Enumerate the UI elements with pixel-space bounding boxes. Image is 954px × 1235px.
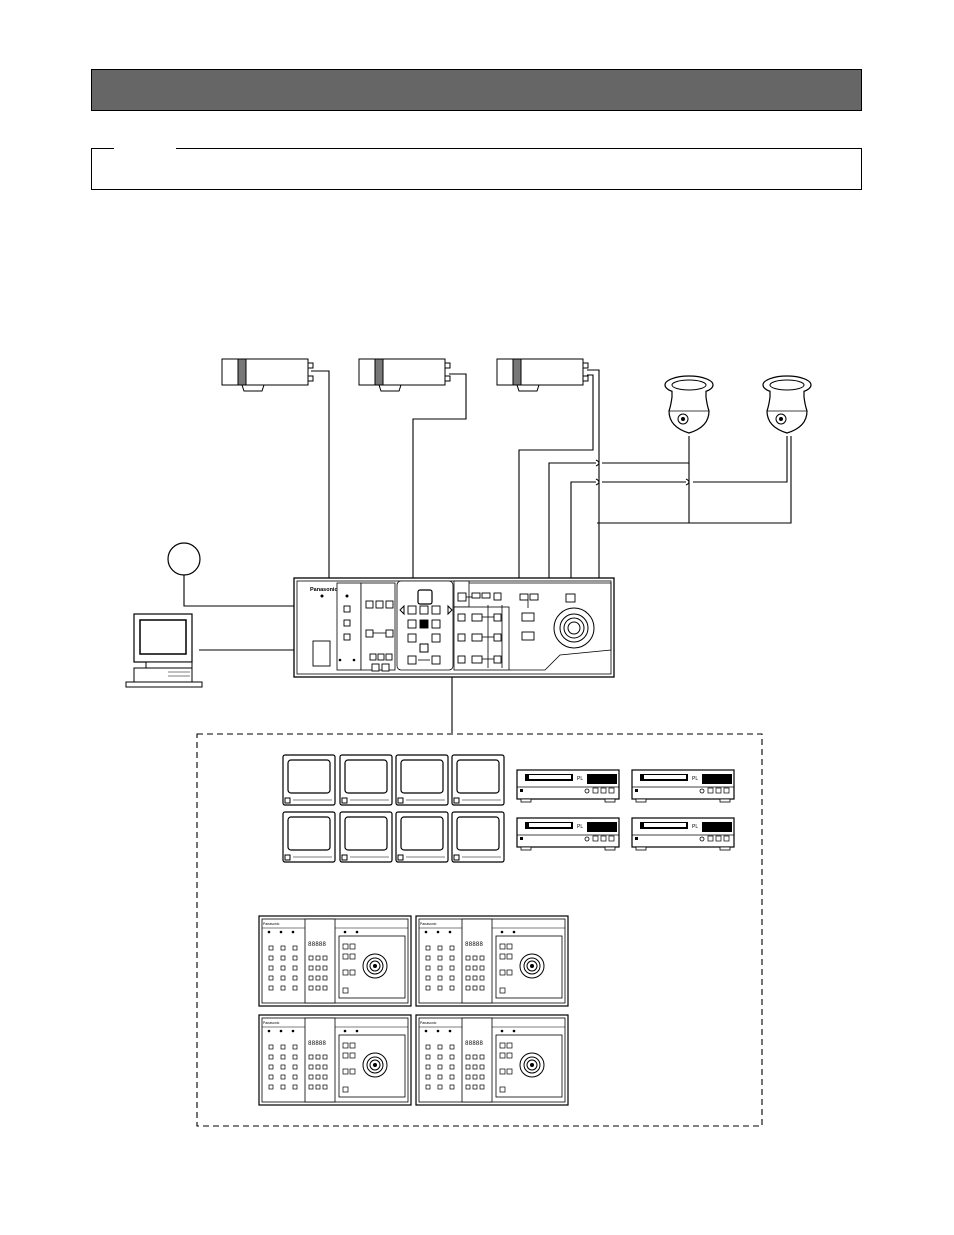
vcr-1: PL	[516, 769, 620, 803]
keyboard-4-brand: Panasonic	[420, 1021, 437, 1025]
cable-camera-1	[311, 370, 330, 579]
box-camera-2	[358, 358, 451, 392]
monitor-4	[451, 754, 505, 806]
vcr-3-label: PL	[577, 824, 583, 830]
monitor-8	[451, 811, 505, 863]
keyboard-2-display: 88888	[465, 941, 483, 948]
cable-jumper-1	[595, 459, 600, 467]
cable-jumper-3	[685, 478, 690, 486]
dome-camera-1	[664, 375, 714, 434]
system-keyboard-2: Panasonic 88888	[415, 915, 569, 1007]
keyboard-3-brand: Panasonic	[263, 1021, 280, 1025]
vcr-2: PL	[631, 769, 735, 803]
cable-dome-2-bottom	[570, 481, 596, 579]
box-camera-1	[221, 358, 314, 392]
monitor-5	[282, 811, 336, 863]
vcr-1-label: PL	[577, 776, 583, 782]
cable-dome-1-top	[602, 436, 690, 464]
monitor-7	[395, 811, 449, 863]
note-box-tab-gap	[114, 147, 176, 151]
keyboard-1-brand: Panasonic	[263, 922, 280, 926]
system-keyboard-4: Panasonic 88888	[415, 1014, 569, 1106]
vcr-4-label: PL	[692, 824, 698, 830]
system-keyboard-1: Panasonic 88888	[258, 915, 412, 1007]
monitor-1	[282, 754, 336, 806]
monitor-3	[395, 754, 449, 806]
system-keyboard-3: Panasonic 88888	[258, 1014, 412, 1106]
pc-computer	[125, 613, 203, 688]
monitor-6	[339, 811, 393, 863]
cable-jumper-2	[595, 478, 600, 486]
dome-camera-2	[762, 375, 812, 434]
section-header-bar	[91, 69, 862, 111]
keyboard-1-display: 88888	[308, 941, 326, 948]
keyboard-3-display: 88888	[308, 1040, 326, 1047]
vcr-4: PL	[631, 817, 735, 851]
cable-dome-data-bus	[597, 436, 792, 524]
monitor-2	[339, 754, 393, 806]
cable-camera-3-b	[518, 374, 594, 579]
cable-camera-2	[412, 373, 467, 579]
connection-cables	[183, 369, 792, 733]
vcr-3: PL	[516, 817, 620, 851]
controller-brand-logo: Panasonic	[310, 587, 338, 593]
vcr-2-label: PL	[692, 776, 698, 782]
note-box	[91, 147, 862, 190]
peripheral-equipment-enclosure	[196, 733, 763, 1127]
alarm-sensor	[167, 542, 201, 576]
cable-alarm	[183, 575, 294, 607]
cable-dome-1-bottom	[548, 462, 596, 579]
system-controller: Panasonic	[293, 577, 615, 678]
keyboard-4-display: 88888	[465, 1040, 483, 1047]
cable-dome-2-top	[693, 436, 788, 483]
keyboard-2-brand: Panasonic	[420, 922, 437, 926]
cable-camera-3-a	[587, 369, 600, 579]
box-camera-3	[496, 358, 589, 392]
